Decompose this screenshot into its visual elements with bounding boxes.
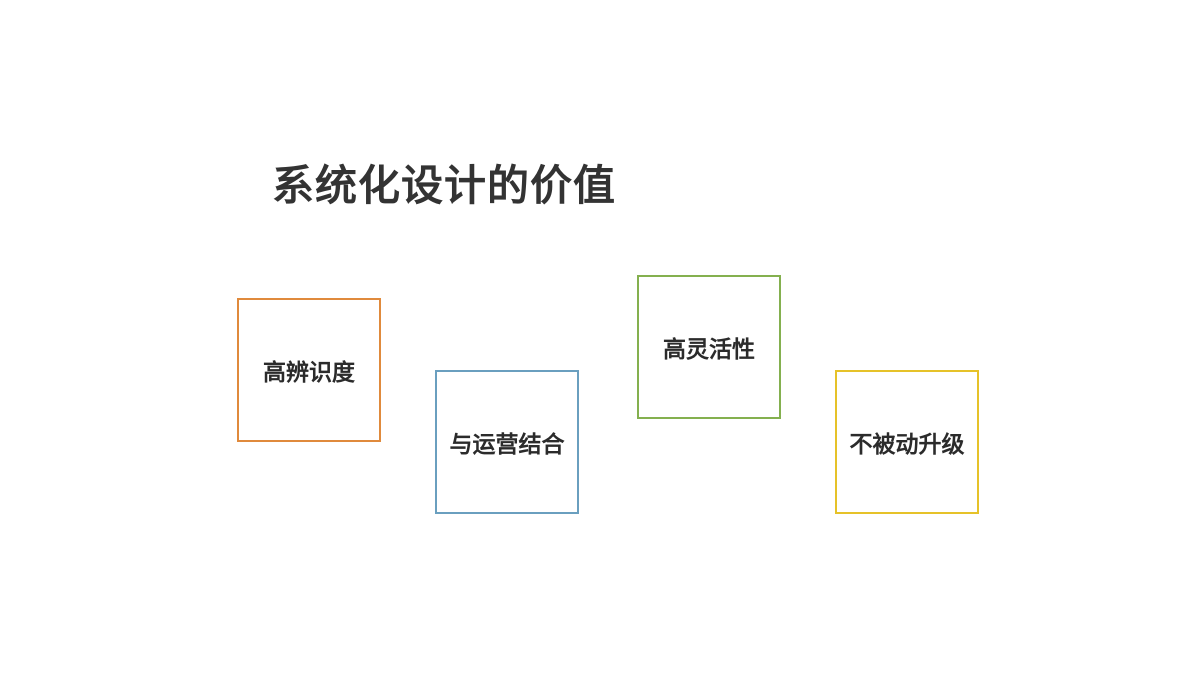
- page-title: 系统化设计的价值: [272, 161, 617, 210]
- value-card-recognition: 高辨识度: [237, 298, 381, 442]
- card-label: 与运营结合: [449, 432, 565, 458]
- value-card-proactive-upgrade: 不被动升级: [835, 370, 979, 514]
- card-label: 高辨识度: [263, 360, 355, 386]
- card-label: 高灵活性: [663, 337, 755, 363]
- value-card-flexibility: 高灵活性: [637, 275, 781, 419]
- card-label: 不被动升级: [849, 432, 965, 458]
- value-card-operations: 与运营结合: [435, 370, 579, 514]
